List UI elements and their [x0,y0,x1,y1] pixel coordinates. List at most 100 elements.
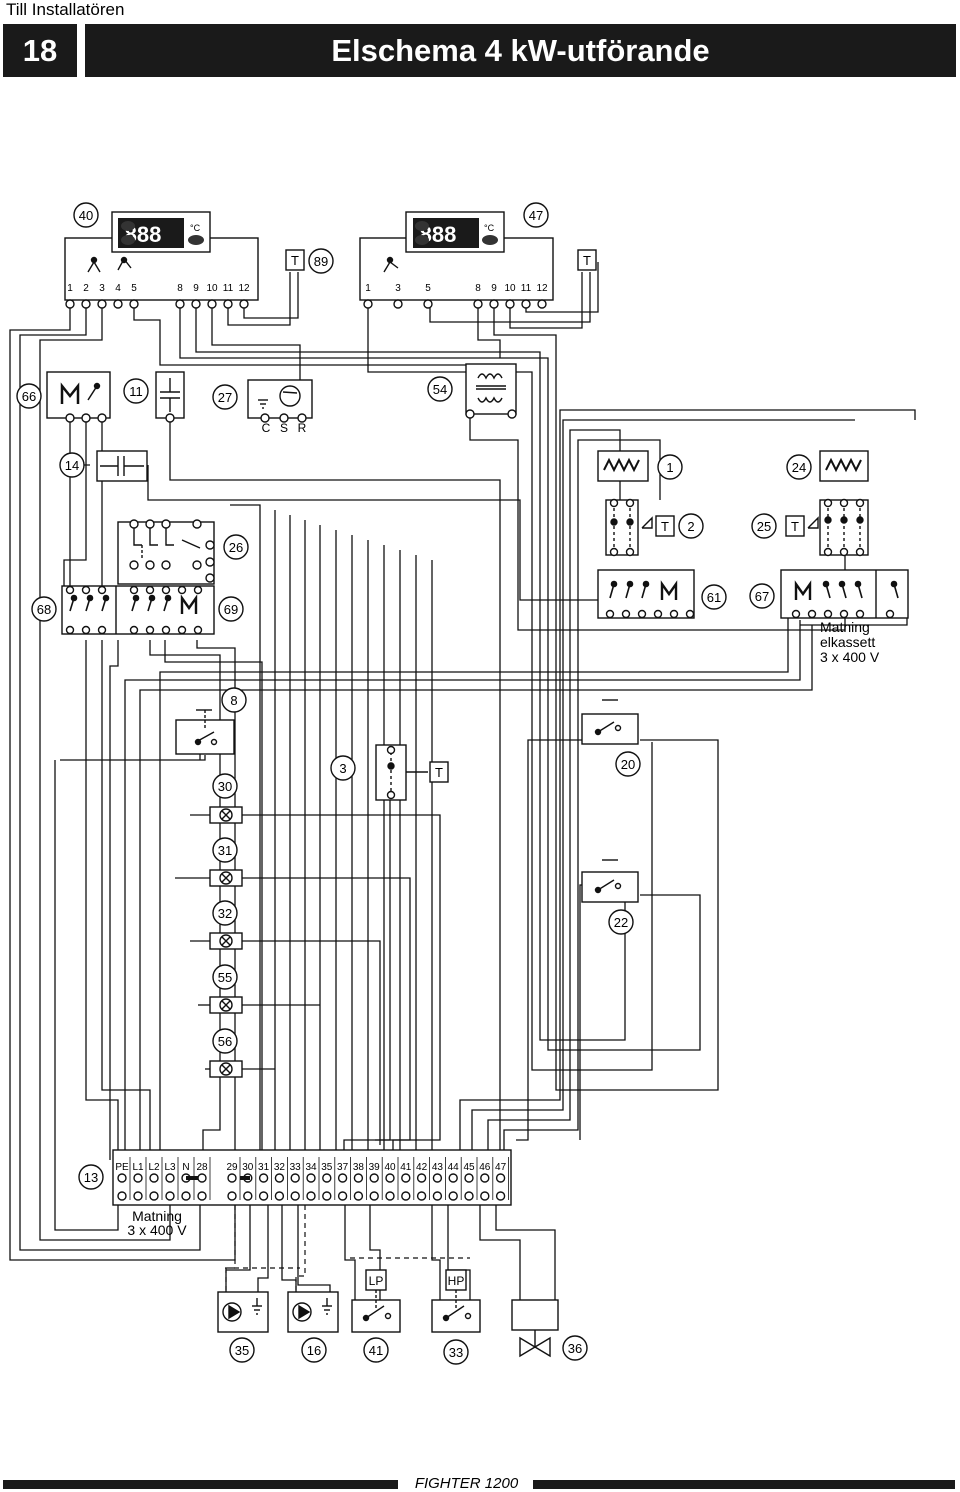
contactor-terminal [177,625,187,635]
component-number-40: 40 [79,208,93,223]
left-controller-terminal-label: 12 [238,283,250,294]
terminal-block-terminal [133,1191,143,1201]
label-circle-16 [301,1337,327,1363]
contactor-terminal [129,585,139,595]
overheat-protector-2 [605,498,653,557]
heater-1 [597,450,649,482]
terminal-block-label: 31 [258,1162,270,1173]
contactor-terminal [177,585,187,595]
terminal-c: C [262,421,271,435]
pump-35 [217,1291,269,1333]
footer-bar-right [533,1480,955,1489]
terminal-block-label: 35 [321,1162,333,1173]
terminal-block-label: 44 [448,1162,460,1173]
component-number-67: 67 [755,589,769,604]
label-circle-67 [749,583,775,609]
component-number-69: 69 [224,602,238,617]
terminal-block-terminal [227,1191,237,1201]
component-number-25: 25 [757,519,771,534]
terminal-block-terminal [290,1173,300,1183]
terminal-block-terminal [181,1191,191,1201]
component-number-66: 66 [22,389,36,404]
terminal-block-terminal [401,1191,411,1201]
terminal-block-terminal [353,1173,364,1183]
terminal-block-terminal [432,1173,443,1183]
pressure-switch-41 [351,1290,401,1333]
terminal-block-terminal [117,1191,127,1201]
terminal-block-terminal [464,1173,474,1183]
terminal-s: S [280,421,288,435]
sensor-box-3 [429,761,449,783]
terminal-block-terminal [369,1173,379,1183]
terminal-block-terminal [258,1191,269,1201]
left-controller-terminal [175,299,185,309]
label-circle-20 [615,751,641,777]
right-controller-terminal [423,299,433,309]
terminal-block-label: 47 [495,1162,507,1173]
right-controller-terminal-label: 3 [395,283,401,294]
capacitor-14 [96,450,148,482]
component-number-24: 24 [792,460,806,475]
component-number-14: 14 [65,458,79,473]
thermostat-3 [375,744,428,801]
overheat-protector-25 [807,498,869,557]
page-header: 18 Elschema 4 kW-utförande [3,24,956,77]
component-number-27: 27 [218,390,232,405]
terminal-block-terminal [416,1173,427,1183]
terminal-block-label: N [182,1162,189,1173]
terminal-block-label: L2 [148,1162,160,1173]
supply-cassette-label: Matning elkassett 3 x 400 V [820,619,880,665]
page-number: 18 [3,24,77,77]
terminal-block-terminal [464,1191,474,1201]
label-circle-54 [427,376,453,402]
terminal-block-label: 33 [290,1162,302,1173]
terminal-block-terminal [369,1191,379,1201]
terminal-block-terminal [448,1191,458,1201]
relay-66 [46,371,111,423]
wiring [9,262,916,1300]
pump-16 [287,1291,339,1333]
component-number-55: 55 [218,970,232,985]
lamp-cross [221,873,231,883]
pressure-switch-33 [431,1290,481,1333]
heater-24 [819,450,869,482]
label-circle-40 [73,202,99,228]
contactor-26 [117,519,215,585]
degree-unit-right: °C [484,223,495,233]
left-controller-terminal-label: 3 [99,283,105,294]
component-number-26: 26 [229,540,243,555]
label-circle-26 [223,534,249,560]
left-controller-terminal-label: 9 [193,283,199,294]
contactor-terminal [161,585,171,595]
supply-cassette-line-1: Matning [820,619,870,635]
switch-22 [581,859,639,903]
terminal-block-terminal [117,1173,127,1183]
hp-label: HP [448,1274,465,1288]
contactor-terminal [97,625,107,635]
label-circle-22 [608,909,634,935]
contactor-terminal [145,625,155,635]
terminal-block-terminal [306,1173,316,1183]
terminal-block-terminal [133,1173,143,1183]
right-controller-terminal [505,299,515,309]
contactor-terminal [193,625,203,635]
label-circle-1 [657,454,683,480]
component-number-8: 8 [230,693,237,708]
component-number-89: 89 [314,254,328,269]
terminal-block-label: 37 [337,1162,349,1173]
sensor-box-25 [785,515,805,537]
label-circle-36 [562,1335,588,1361]
label-circle-61 [701,584,727,610]
contactor-61 [597,569,695,619]
right-controller-terminal [393,299,403,309]
left-controller-terminal [191,299,201,309]
terminal-block-terminal [149,1191,159,1201]
left-controller-terminal-label: 8 [177,283,183,294]
terminal-block-terminal [337,1173,348,1183]
terminal-block-terminal [337,1191,348,1201]
page-footer: FIGHTER 1200 [0,1475,960,1492]
contactor-terminal [145,585,155,595]
label-circle-27 [212,384,238,410]
